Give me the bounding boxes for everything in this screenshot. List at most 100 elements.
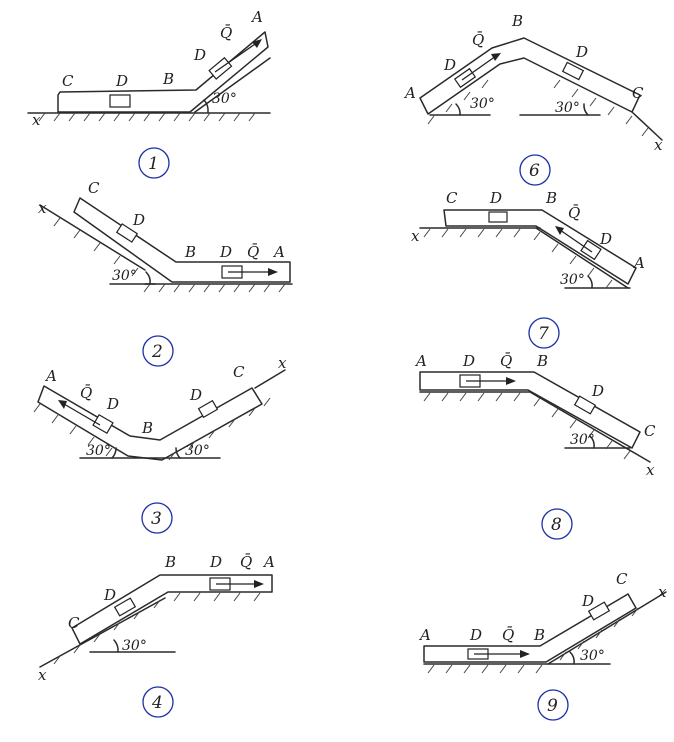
angle-arc-right: [175, 447, 181, 459]
label-q: Q̄: [472, 31, 484, 49]
figure-number-badge: [138, 147, 170, 179]
block-d-upper: [115, 223, 139, 243]
angle-arc: [569, 651, 575, 665]
figure-4: x C D B D Q̄ A 30° 4: [38, 553, 275, 718]
figure-number: 2: [151, 342, 163, 362]
label-b: B: [164, 553, 176, 571]
angle-label: 30°: [560, 272, 585, 288]
ground-hatching: [423, 392, 631, 460]
block-d-right: [580, 239, 602, 261]
ground-hatching: [33, 397, 271, 461]
label-d: D: [219, 243, 232, 261]
q-arrowhead: [268, 268, 278, 276]
label-b: B: [162, 70, 174, 88]
figure-number: 7: [538, 324, 549, 344]
q-arrowhead: [252, 39, 262, 48]
angle-label: 30°: [86, 443, 111, 459]
incline-line: [631, 111, 663, 141]
label-d: D: [115, 72, 128, 90]
label-a: A: [262, 553, 275, 571]
block-d-left: [92, 413, 114, 435]
angle-label: 30°: [580, 648, 605, 664]
figure-3: x A Q̄ D B D C 30° 30° 3: [33, 354, 287, 534]
label-c: C: [62, 72, 74, 90]
label-a: A: [403, 84, 416, 102]
figure-7: x C D B Q̄ D A 30° 7: [411, 189, 645, 349]
ground-hatching: [38, 112, 256, 122]
channel: [71, 574, 273, 645]
incline-line: [194, 57, 271, 113]
block-d-right: [573, 395, 597, 415]
channel: [37, 385, 263, 461]
label-b: B: [536, 352, 548, 370]
incline-ground-line: [39, 204, 146, 271]
ground-hatching: [53, 592, 261, 665]
block-d-right: [561, 61, 585, 81]
label-x: x: [38, 199, 47, 217]
label-d: D: [209, 553, 222, 571]
channel: [419, 37, 641, 115]
q-arrowhead: [58, 400, 67, 409]
label-a: A: [250, 8, 263, 26]
label-d: D: [575, 43, 588, 61]
angle-arc: [113, 639, 119, 653]
angle-label: 30°: [112, 268, 137, 284]
label-q: Q̄: [240, 553, 252, 571]
label-b: B: [511, 12, 523, 30]
label-d: D: [189, 386, 202, 404]
ground-hatching: [427, 607, 639, 674]
label-q: Q̄: [247, 243, 259, 261]
label-x: x: [411, 227, 420, 245]
label-a: A: [44, 367, 57, 385]
label-c: C: [616, 570, 628, 588]
label-d: D: [103, 586, 116, 604]
label-c: C: [68, 614, 80, 632]
figure-number-badge: [541, 508, 573, 540]
angle-label: 30°: [570, 432, 595, 448]
label-a: A: [632, 254, 645, 272]
label-x: x: [646, 461, 655, 479]
label-b: B: [545, 189, 557, 207]
figure-number-badge: [141, 502, 173, 534]
incline-line: [254, 369, 286, 389]
label-b: B: [184, 243, 196, 261]
q-arrow: [559, 229, 593, 253]
label-x: x: [658, 583, 667, 601]
incline-line: [535, 227, 629, 289]
label-c: C: [233, 363, 245, 381]
label-d: D: [489, 189, 502, 207]
angle-label: 30°: [185, 443, 210, 459]
q-arrowhead: [520, 650, 530, 658]
figure-number-badge: [142, 335, 174, 367]
figure-number-badge: [528, 317, 560, 349]
block-d-lower: [109, 94, 131, 108]
incline-line: [547, 591, 667, 665]
label-x: x: [654, 136, 663, 154]
label-q: Q̄: [502, 626, 514, 644]
label-d: D: [469, 626, 482, 644]
label-x: x: [32, 111, 41, 129]
ground-hatching: [423, 228, 613, 289]
incline-line: [529, 391, 651, 463]
label-d: D: [193, 46, 206, 64]
incline-ground-line: [39, 597, 166, 668]
label-c: C: [446, 189, 458, 207]
label-d: D: [581, 592, 594, 610]
angle-label: 30°: [555, 100, 580, 116]
figure-1: x C D B D Q̄ A 30° 1: [27, 8, 271, 179]
figure-6: x A D Q̄ B D C 30° 30° 6: [403, 12, 663, 186]
label-x: x: [278, 354, 287, 372]
channel: [73, 197, 291, 283]
angle-arc: [145, 271, 151, 285]
label-a: A: [418, 626, 431, 644]
figure-number: 6: [529, 161, 540, 181]
label-x: x: [38, 666, 47, 684]
figure-number: 3: [151, 509, 162, 529]
figure-number: 4: [151, 693, 163, 713]
label-d: D: [443, 56, 456, 74]
q-arrow: [214, 41, 259, 73]
label-a: A: [414, 352, 427, 370]
block-d-left: [488, 211, 508, 223]
angle-arc: [589, 435, 595, 449]
